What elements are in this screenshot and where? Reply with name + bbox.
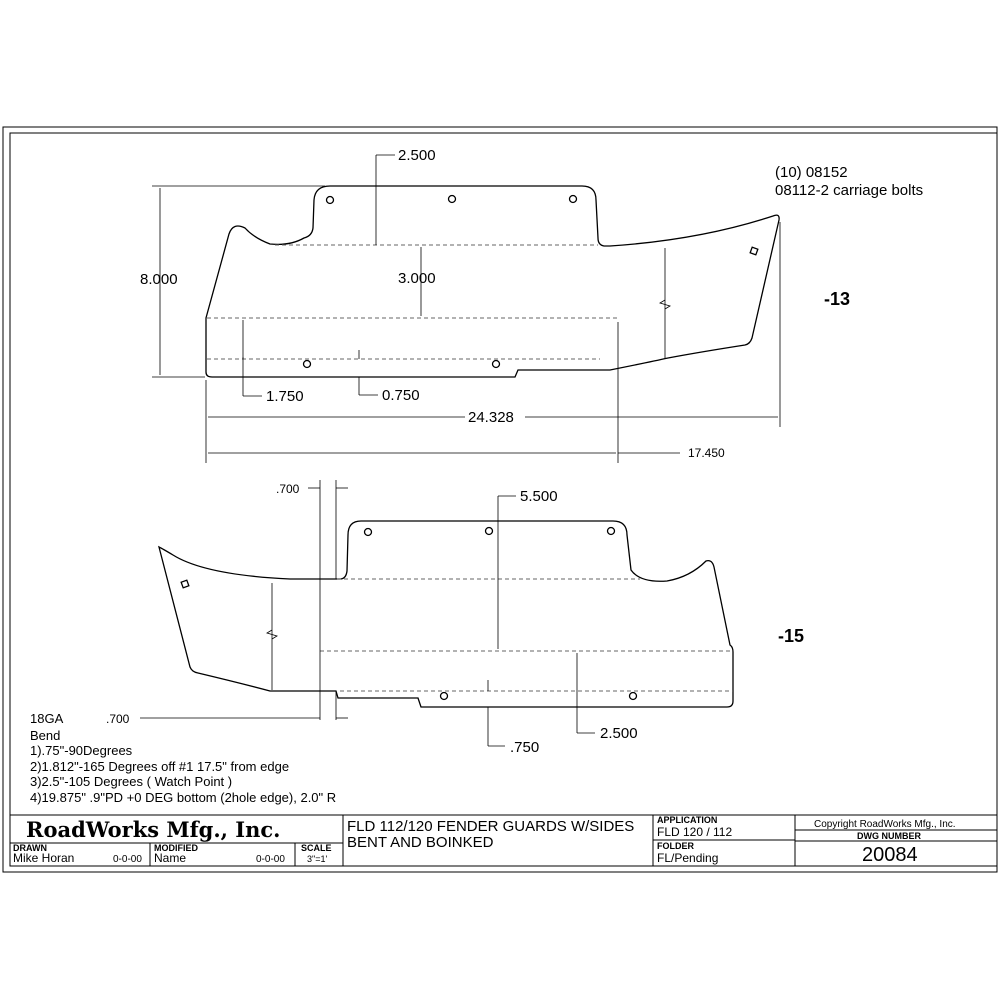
bolt-hole <box>439 691 449 701</box>
square-hole <box>749 246 759 256</box>
dwg-number-label: DWG NUMBER <box>857 831 921 841</box>
dim-3000: 3.000 <box>398 270 436 287</box>
part-label-13: -13 <box>824 289 850 309</box>
folder-label: FOLDER <box>657 841 694 851</box>
note-line: 2)1.812"-165 Degrees off #1 17.5" from e… <box>30 759 289 774</box>
dim-8000: 8.000 <box>140 271 178 288</box>
drawing-title-line1: FLD 112/120 FENDER GUARDS W/SIDES <box>347 818 634 835</box>
bolt-hole <box>447 194 457 204</box>
bolt-hole <box>606 526 616 536</box>
bolt-hole <box>325 195 335 205</box>
dwg-number: 20084 <box>862 844 918 866</box>
note-line: Bend <box>30 728 60 743</box>
bolt-hole <box>628 691 638 701</box>
dim-700-bottom: .700 <box>106 712 130 726</box>
copyright: Copyright RoadWorks Mfg., Inc. <box>814 819 956 830</box>
dim-2500: 2.500 <box>398 147 436 164</box>
scale-value: 3"=1' <box>307 854 327 864</box>
bolt-hole <box>491 359 501 369</box>
dim-700-top: .700 <box>276 482 300 496</box>
note-line: 1).75"-90Degrees <box>30 743 133 758</box>
bolt-hole <box>484 526 494 536</box>
bolt-hole <box>302 359 312 369</box>
company-name: RoadWorks Mfg., Inc. <box>26 817 280 842</box>
bolt-hole <box>363 527 373 537</box>
bottom-view: .700 5.500 .700 .750 2.500 -15 <box>106 480 804 756</box>
folder-value: FL/Pending <box>657 851 718 865</box>
drawing-title-line2: BENT AND BOINKED <box>347 834 494 851</box>
drawn-date: 0-0-00 <box>113 854 142 865</box>
dim-17450: 17.450 <box>688 446 725 460</box>
scale-label: SCALE <box>301 843 332 853</box>
bolt-note-line2: 08112-2 carriage bolts <box>775 182 923 199</box>
top-view: 2.500 3.000 8.000 1.750 0.750 24.328 17.… <box>140 147 923 463</box>
modified-label: MODIFIED <box>154 843 198 853</box>
dim-0750: 0.750 <box>382 387 420 404</box>
bottom-part-outline <box>158 520 734 708</box>
dim-750: .750 <box>510 739 539 756</box>
note-line: 18GA <box>30 711 64 726</box>
dim-1750: 1.750 <box>266 388 304 405</box>
dim-2500-bottom: 2.500 <box>600 725 638 742</box>
modified-name: Name <box>154 851 186 865</box>
note-line: 4)19.875" .9"PD +0 DEG bottom (2hole edg… <box>30 790 336 805</box>
note-line: 3)2.5"-105 Degrees ( Watch Point ) <box>30 774 232 789</box>
application-label: APPLICATION <box>657 815 717 825</box>
drawing-inner-border <box>9 132 998 867</box>
dim-24328: 24.328 <box>468 409 514 426</box>
application-value: FLD 120 / 112 <box>657 825 732 839</box>
title-block: RoadWorks Mfg., Inc. FLD 112/120 FENDER … <box>10 814 997 866</box>
modified-date: 0-0-00 <box>256 854 285 865</box>
bolt-hole <box>568 194 578 204</box>
drawn-name: Mike Horan <box>13 851 74 865</box>
bolt-note-line1: (10) 08152 <box>775 164 848 181</box>
part-label-15: -15 <box>778 626 804 646</box>
bend-notes: 18GA Bend 1).75"-90Degrees 2)1.812"-165 … <box>30 711 336 805</box>
top-part-outline <box>205 185 780 378</box>
drawn-label: DRAWN <box>13 843 47 853</box>
square-hole <box>180 579 190 589</box>
dim-5500: 5.500 <box>520 488 558 505</box>
